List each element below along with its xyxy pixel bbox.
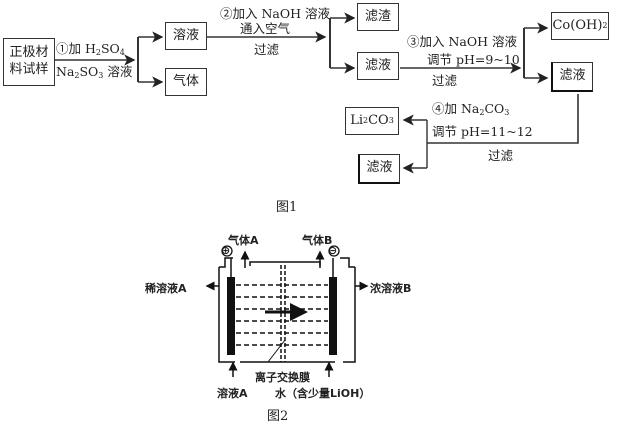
sample-line1: 正极材	[9, 45, 49, 61]
arrow-step4	[427, 94, 579, 144]
cell-right-wall	[343, 267, 356, 363]
step4-line2: 调节 pH=11~12	[432, 124, 533, 139]
box-residue: 滤渣	[357, 3, 399, 31]
step1-reagent-a: ①加 H2SO4	[56, 41, 125, 57]
concentrated-solution-label: 浓溶液B	[370, 282, 412, 295]
cathode-lid	[340, 257, 355, 268]
anode-electrode	[227, 277, 235, 355]
cathode-terminal	[328, 245, 340, 257]
box-filtrate-1: 滤液	[357, 52, 399, 80]
box-cathode-sample: 正极材 料试样	[3, 38, 55, 86]
anode-symbol: ⊕	[221, 244, 231, 257]
figure2-caption: 图2	[267, 409, 289, 424]
step3-line3: 过滤	[432, 73, 458, 88]
gas-b-label: 气体B	[302, 234, 333, 247]
box-filtrate-2: 滤液	[551, 62, 593, 92]
dilute-solution-label: 稀溶液A	[145, 282, 187, 295]
box-gas: 气体	[165, 68, 207, 96]
step4-line3: 过滤	[488, 148, 514, 163]
box-solution: 溶液	[165, 22, 207, 50]
step2-line2: 通入空气	[240, 21, 291, 36]
anode-terminal	[221, 245, 233, 257]
cathode-electrode	[329, 277, 337, 355]
sample-line2: 料试样	[9, 62, 49, 77]
solution-a-label: 溶液A	[217, 387, 248, 400]
figure1-caption: 图1	[276, 200, 298, 215]
step3-line1: ③加入 NaOH 溶液	[407, 34, 517, 49]
anode-lid	[219, 257, 233, 268]
gas-a-label: 气体A	[228, 234, 259, 247]
step2-line3: 过滤	[254, 42, 280, 57]
box-cobalt-hydroxide: Co(OH)2	[551, 12, 609, 40]
step3-line2: 调节 pH=9~10	[427, 52, 520, 67]
step1-reagent-b: Na2SO3 溶液	[56, 64, 133, 80]
cathode-symbol: ⊖	[328, 244, 338, 257]
water-label: 水（含少量LiOH）	[275, 387, 371, 400]
step2-line1: ②加入 NaOH 溶液	[220, 6, 330, 21]
membrane-label: 离子交换膜	[255, 371, 310, 384]
box-filtrate-3: 滤液	[358, 154, 400, 184]
step4-line1: ④加 Na2CO3	[432, 101, 510, 117]
